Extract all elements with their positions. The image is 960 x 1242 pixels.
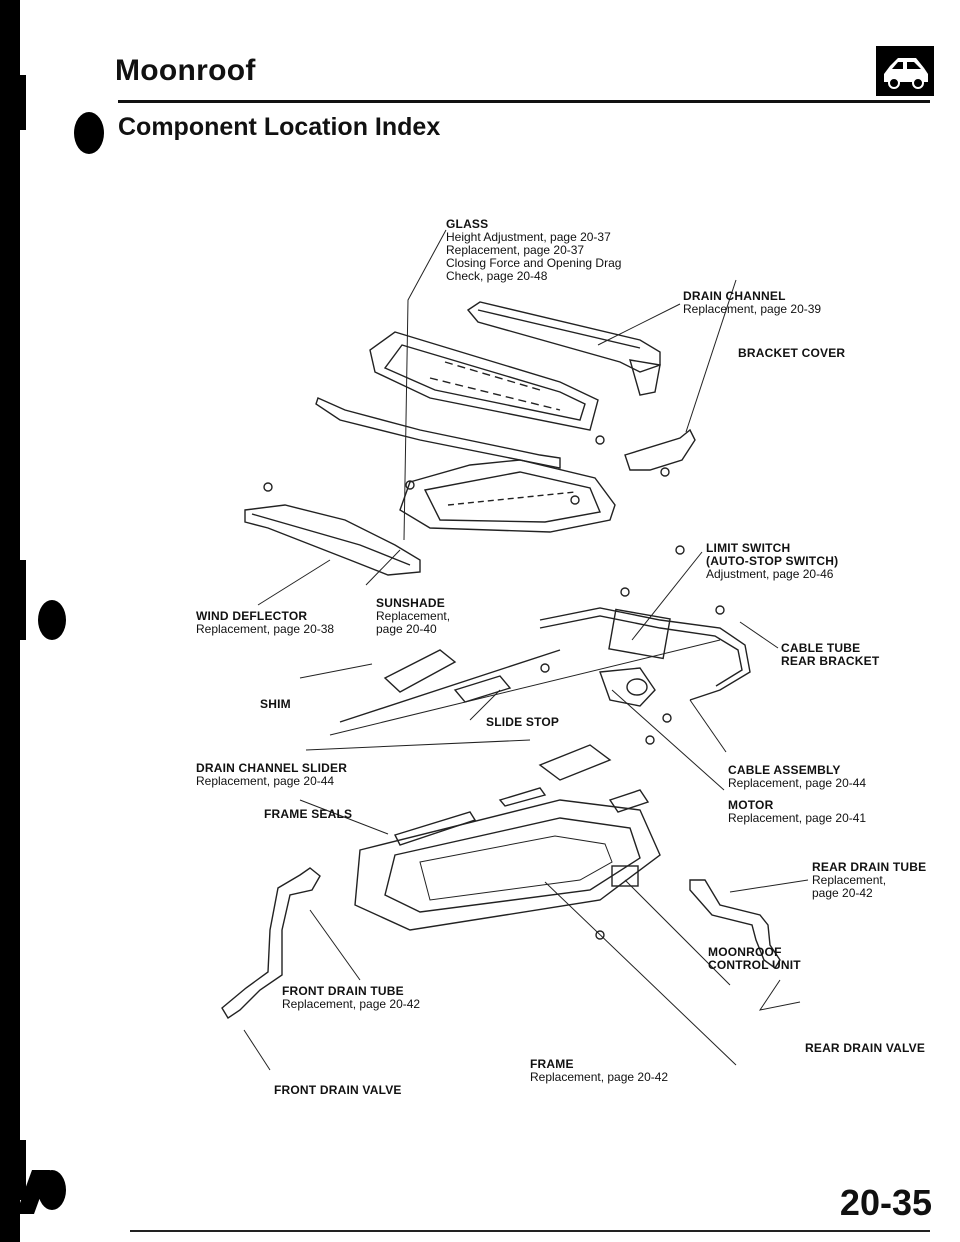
label-front-drain-tube: FRONT DRAIN TUBE Replacement, page 20-42 bbox=[282, 984, 421, 1011]
section-title: Component Location Index bbox=[118, 113, 441, 141]
label-drain-channel: DRAIN CHANNEL Replacement, page 20-39 bbox=[683, 289, 822, 316]
label-rear-drain-valve: REAR DRAIN VALVE bbox=[805, 1041, 926, 1055]
label-front-drain-valve: FRONT DRAIN VALVE bbox=[274, 1083, 402, 1097]
label-motor: MOTOR Replacement, page 20-41 bbox=[728, 798, 867, 825]
label-slide-stop: SLIDE STOP bbox=[486, 715, 560, 729]
label-shim: SHIM bbox=[260, 697, 291, 711]
spine-notch bbox=[20, 75, 26, 130]
label-frame-seals: FRAME SEALS bbox=[264, 807, 353, 821]
label-cable-assembly: CABLE ASSEMBLY Replacement, page 20-44 bbox=[728, 763, 867, 790]
label-cable-tube-rear-bracket: CABLE TUBE REAR BRACKET bbox=[781, 641, 880, 668]
page-number: 20-35 bbox=[839, 1182, 932, 1223]
footer-rule bbox=[130, 1230, 930, 1232]
label-frame: FRAME Replacement, page 20-42 bbox=[530, 1057, 669, 1084]
label-glass: GLASS Height Adjustment, page 20-37 Repl… bbox=[446, 217, 622, 283]
label-moonroof-control-unit: MOONROOF CONTROL UNIT bbox=[708, 945, 801, 972]
car-icon bbox=[876, 46, 934, 96]
label-limit-switch: LIMIT SWITCH (AUTO-STOP SWITCH) Adjustme… bbox=[706, 541, 839, 581]
section-bullet bbox=[74, 112, 104, 154]
page-title: Moonroof bbox=[115, 54, 256, 87]
binding-spine bbox=[0, 0, 20, 1242]
title-rule bbox=[118, 100, 930, 103]
side-bullet bbox=[38, 600, 66, 640]
label-wind-deflector: WIND DEFLECTOR Replacement, page 20-38 bbox=[196, 609, 335, 636]
label-bracket-cover: BRACKET COVER bbox=[738, 346, 846, 360]
spine-notch bbox=[20, 560, 26, 640]
label-rear-drain-tube: REAR DRAIN TUBE Replacement, page 20-42 bbox=[812, 860, 927, 900]
label-sunshade: SUNSHADE Replacement, page 20-40 bbox=[376, 596, 451, 636]
spine-notch bbox=[20, 1140, 26, 1200]
label-drain-channel-slider: DRAIN CHANNEL SLIDER Replacement, page 2… bbox=[196, 761, 348, 788]
